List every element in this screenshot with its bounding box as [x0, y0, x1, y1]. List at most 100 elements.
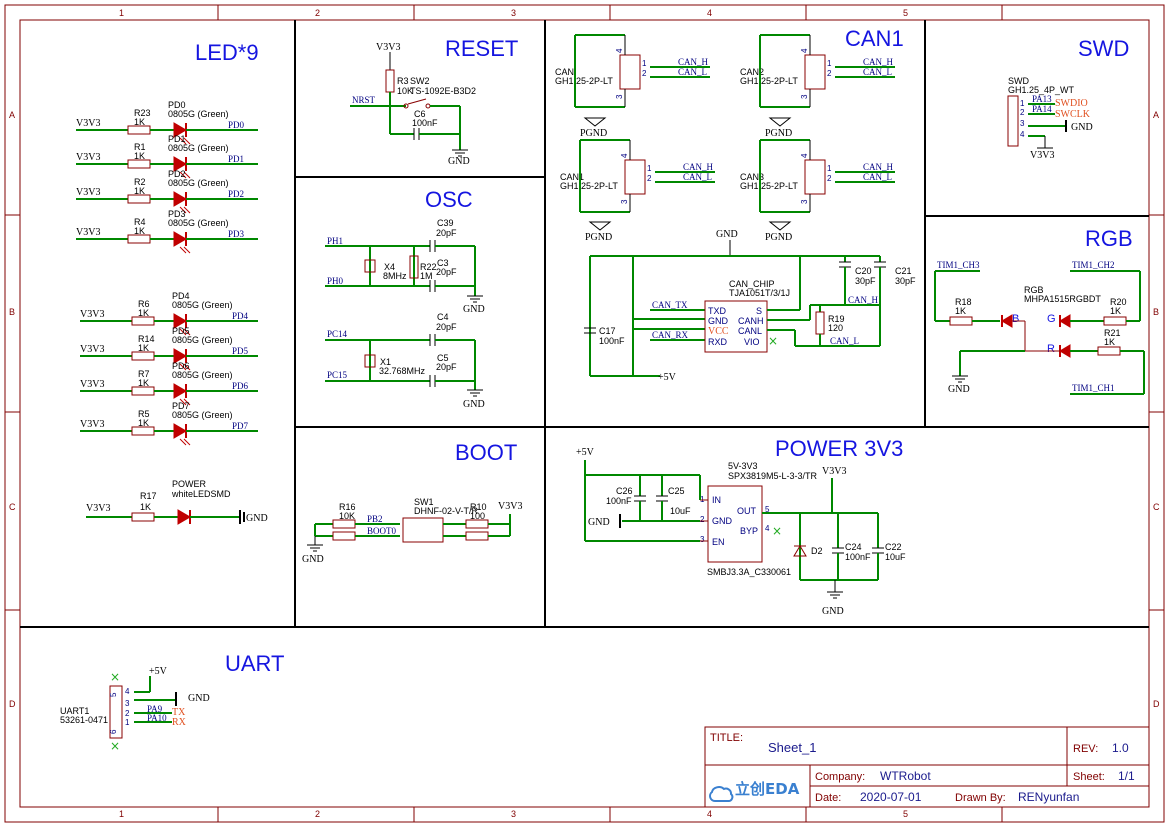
svg-text:2: 2: [1020, 108, 1025, 117]
net-can-h: CAN_H: [678, 57, 709, 67]
power-3v3-circuit: +5V C26 100nF C25 10uF GND 5V-3V3 SPX381…: [576, 447, 906, 617]
led-part: 0805G (Green): [172, 300, 233, 310]
company-label: Company:: [815, 771, 865, 783]
net-pc15: PC15: [327, 370, 348, 380]
net-label-v3v3: V3V3: [76, 152, 100, 163]
led-ref: PD6: [172, 361, 190, 371]
val-r19: 120: [828, 323, 843, 333]
svg-text:4: 4: [125, 687, 130, 696]
net-label-gnd: GND: [463, 304, 485, 315]
svg-text:5: 5: [765, 505, 770, 514]
section-title-led: LED*9: [195, 40, 259, 65]
val-c21: 30pF: [895, 276, 916, 286]
svg-text:1: 1: [642, 59, 647, 68]
net-label-v3v3: V3V3: [80, 344, 104, 355]
net-label-pgnd: PGND: [585, 232, 612, 243]
no-connect-mark: ×: [768, 334, 778, 348]
pin-gnd: GND: [708, 316, 729, 326]
section-title-rgb: RGB: [1085, 226, 1133, 251]
val-r3: 10K: [397, 86, 413, 96]
signal-rx: RX: [172, 717, 187, 728]
svg-text:1: 1: [827, 59, 832, 68]
svg-text:2: 2: [647, 174, 652, 183]
pin-gnd: GND: [712, 516, 733, 526]
net-can-h: CAN_H: [863, 162, 894, 172]
drawn-by-label: Drawn By:: [955, 792, 1006, 804]
part-can-chip: TJA1051T/3/1J: [729, 288, 790, 298]
net-label-pd: PD6: [232, 381, 249, 391]
resistor-ref: R23: [134, 108, 151, 118]
pin-canl: CANL: [738, 326, 762, 336]
row-label: D: [1153, 699, 1160, 709]
svg-text:2: 2: [827, 174, 832, 183]
part-sw1: DHNF-02-V-T/R: [414, 506, 479, 516]
svg-text:2: 2: [827, 69, 832, 78]
rgb-pin-r: R: [1047, 343, 1055, 355]
resistor-value: 1K: [134, 117, 145, 127]
net-pa14: PA14: [1032, 104, 1052, 114]
resistor-value: 1K: [134, 151, 145, 161]
net-label-pd: PD0: [228, 120, 245, 130]
val-c26: 100nF: [606, 496, 632, 506]
net-nrst: NRST: [352, 95, 376, 105]
led-part: 0805G (Green): [172, 410, 233, 420]
ref-c25: C25: [668, 486, 685, 496]
net-label-v3v3: V3V3: [80, 309, 104, 320]
ref-can-chip: CAN_CHIP: [729, 279, 775, 289]
ref-r3: R3: [397, 76, 409, 86]
net-ph0: PH0: [327, 276, 344, 286]
ref-c17: C17: [599, 326, 616, 336]
net-label-pgnd: PGND: [765, 232, 792, 243]
net-can-tx: CAN_TX: [652, 300, 688, 310]
connector-ref: CAN1: [560, 172, 584, 182]
col-label: 4: [707, 809, 712, 819]
net-ph1: PH1: [327, 236, 343, 246]
svg-text:4: 4: [615, 48, 624, 53]
title-label: TITLE:: [710, 732, 743, 744]
net-label-pd: PD5: [232, 346, 249, 356]
rgb-pin-g: G: [1047, 313, 1056, 325]
ref-r18: R18: [955, 297, 972, 307]
ref-r22: R22: [420, 262, 437, 272]
no-connect-mark: ×: [772, 524, 782, 538]
connector-part: GH1.25-2P-LT: [740, 181, 798, 191]
net-label-pd: PD1: [228, 154, 244, 164]
led-ref: PD2: [168, 169, 186, 179]
svg-text:5: 5: [109, 692, 118, 697]
pin-txd: TXD: [708, 306, 727, 316]
pin-vcc: VCC: [708, 326, 729, 337]
date-label: Date:: [815, 792, 841, 804]
svg-text:2: 2: [700, 515, 705, 524]
val-c20: 30pF: [855, 276, 876, 286]
svg-text:4: 4: [1020, 130, 1025, 139]
col-label: 1: [119, 8, 124, 18]
net-label-v3v3: V3V3: [86, 503, 110, 514]
net-boot0: BOOT0: [367, 526, 396, 536]
net-label-pgnd: PGND: [580, 128, 607, 139]
led-part: 0805G (Green): [172, 370, 233, 380]
net-pa10: PA10: [147, 713, 167, 723]
pin-byp: BYP: [740, 526, 758, 536]
led-part: 0805G (Green): [168, 218, 229, 228]
svg-text:3: 3: [615, 94, 624, 99]
no-connect-mark: ×: [110, 739, 120, 753]
svg-text:1: 1: [125, 718, 130, 727]
part-ldo: SPX3819M5-L-3-3/TR: [728, 471, 818, 481]
net-label-v3v3: V3V3: [498, 501, 522, 512]
osc-circuit: PH1 C39 20pF PH0 C3 20pF X4 8MHz R22 1M …: [325, 218, 485, 410]
net-label-gnd: GND: [246, 513, 268, 524]
resistor-value: 1K: [138, 343, 149, 353]
connector-ref: CAN2: [740, 67, 764, 77]
date-value: 2020-07-01: [860, 790, 922, 804]
connector-part: GH1.25-2P-LT: [740, 76, 798, 86]
led-ref: PD5: [172, 326, 190, 336]
row-label: C: [9, 502, 16, 512]
col-label: 4: [707, 8, 712, 18]
net-label-pd: PD3: [228, 229, 245, 239]
part-swd: GH1.25_4P_WT: [1008, 85, 1075, 95]
net-tim1-ch3: TIM1_CH3: [937, 260, 980, 270]
signal-tx: TX: [172, 707, 186, 718]
connector-ref: CAN3: [740, 172, 764, 182]
row-label: B: [1153, 307, 1159, 317]
